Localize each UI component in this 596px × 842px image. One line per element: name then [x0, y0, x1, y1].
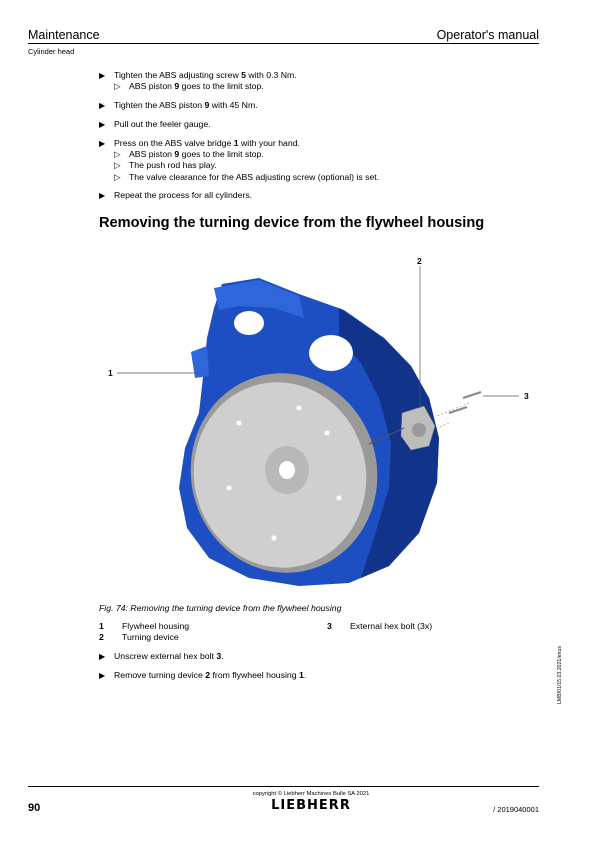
step-text: Tighten the ABS piston — [114, 100, 205, 111]
legend-item: 3 External hex bolt (3x) — [327, 621, 432, 632]
instruction-list-bottom: ▶ Unscrew external hex bolt 3. ▶ Remove … — [99, 651, 539, 689]
section-title: Removing the turning device from the fly… — [99, 215, 485, 231]
instruction-step: ▶ Repeat the process for all cylinders. — [99, 190, 539, 201]
step-ref: 3 — [216, 651, 222, 661]
step-ref: 1 — [233, 137, 239, 148]
footer-copyright: copyright © Liebherr Machines Bulle SA 2… — [252, 791, 370, 797]
callout-3: 3 — [524, 391, 529, 401]
flywheel-housing-illustration — [117, 266, 519, 586]
triangle-right-outline-icon: ▷ — [114, 81, 121, 92]
legend-item: 2 Turning device — [99, 632, 189, 643]
header-subsection: Cylinder head — [28, 47, 75, 56]
external-hex-bolts — [436, 391, 482, 429]
footer-doc-number: / 2019040001 — [493, 805, 539, 814]
step-text: Press on the ABS valve bridge — [114, 137, 234, 148]
result-text: goes to the limit stop. — [179, 81, 264, 92]
result-text: ABS piston — [129, 81, 175, 92]
step-text: from flywheel housing — [210, 669, 299, 680]
result-text: goes to the limit stop. — [179, 148, 264, 159]
triangle-right-filled-icon: ▶ — [99, 652, 106, 661]
instruction-result: ▷ The push rod has play. — [114, 160, 539, 171]
step-text: Remove turning device — [114, 669, 206, 680]
triangle-right-filled-icon: ▶ — [99, 670, 106, 680]
flywheel-disc — [190, 373, 378, 573]
triangle-right-filled-icon: ▶ — [99, 101, 106, 111]
liebherr-logo: LIEBHERR — [271, 798, 351, 813]
instruction-step: ▶ Tighten the ABS piston 9 with 45 Nm. — [99, 100, 539, 111]
result-text: The valve clearance for the ABS adjustin… — [129, 171, 380, 182]
triangle-right-outline-icon: ▷ — [114, 171, 121, 182]
step-text: with 45 Nm. — [209, 100, 258, 111]
header-rule — [28, 43, 539, 44]
header-manual-title: Operator's manual — [436, 28, 539, 42]
instruction-result: ▷ The valve clearance for the ABS adjust… — [114, 172, 539, 183]
legend-text: External hex bolt (3x) — [350, 621, 433, 631]
result-text: The push rod has play. — [129, 160, 217, 171]
legend-column-right: 3 External hex bolt (3x) — [327, 621, 432, 632]
figure-flywheel-housing: 1 2 3 — [99, 248, 539, 596]
triangle-right-outline-icon: ▷ — [114, 148, 121, 159]
step-text: Pull out the feeler gauge. — [114, 118, 211, 129]
step-text: . — [303, 669, 307, 680]
side-document-code: LMB/01/15.03.2021/enus — [554, 635, 564, 707]
header-section: Maintenance — [28, 28, 100, 42]
step-text: . — [221, 651, 224, 661]
step-text: Repeat the process for all cylinders. — [114, 190, 253, 201]
step-text: with 0.3 Nm. — [246, 70, 297, 80]
result-text: ABS piston — [129, 148, 175, 159]
side-code-text: LMB/01/15.03.2021/enus — [557, 646, 563, 704]
callout-1: 1 — [108, 368, 113, 378]
step-ref: 5 — [241, 70, 247, 80]
instruction-step: ▶ Pull out the feeler gauge. — [99, 119, 539, 130]
legend-column-left: 1 Flywheel housing 2 Turning device — [99, 621, 189, 644]
legend-number: 1 — [99, 621, 104, 631]
result-ref: 9 — [174, 81, 180, 92]
step-text: Unscrew external hex bolt — [114, 651, 217, 661]
legend-number: 3 — [327, 621, 332, 631]
instruction-step: ▶ Remove turning device 2 from flywheel … — [99, 670, 539, 681]
figure-caption: Fig. 74: Removing the turning device fro… — [99, 603, 342, 613]
instruction-step: ▶ Unscrew external hex bolt 3. — [99, 651, 539, 662]
instruction-result: ▷ ABS piston 9 goes to the limit stop. — [114, 81, 539, 92]
step-text: with your hand. — [238, 137, 300, 148]
triangle-right-outline-icon: ▷ — [114, 160, 121, 171]
page-number: 90 — [28, 802, 41, 814]
instruction-result: ▷ ABS piston 9 goes to the limit stop. — [114, 149, 539, 160]
result-ref: 9 — [174, 148, 180, 159]
footer-rule — [28, 786, 539, 787]
triangle-right-filled-icon: ▶ — [99, 191, 106, 201]
triangle-right-filled-icon: ▶ — [99, 119, 106, 129]
legend-item: 1 Flywheel housing — [99, 621, 189, 632]
instruction-step: ▶ Tighten the ABS adjusting screw 5 with… — [99, 70, 539, 93]
turning-device — [368, 405, 436, 451]
legend-text: Turning device — [122, 632, 179, 643]
callout-2: 2 — [417, 256, 422, 266]
legend-text: Flywheel housing — [122, 621, 190, 631]
step-text: Tighten the ABS adjusting screw — [114, 70, 242, 80]
triangle-right-filled-icon: ▶ — [99, 138, 106, 148]
legend-number: 2 — [99, 632, 104, 643]
triangle-right-filled-icon: ▶ — [99, 71, 106, 80]
step-ref: 9 — [204, 100, 210, 111]
instruction-step: ▶ Press on the ABS valve bridge 1 with y… — [99, 138, 539, 183]
step-ref: 1 — [298, 669, 304, 680]
instruction-list-top: ▶ Tighten the ABS adjusting screw 5 with… — [99, 70, 539, 209]
step-ref: 2 — [205, 669, 211, 680]
